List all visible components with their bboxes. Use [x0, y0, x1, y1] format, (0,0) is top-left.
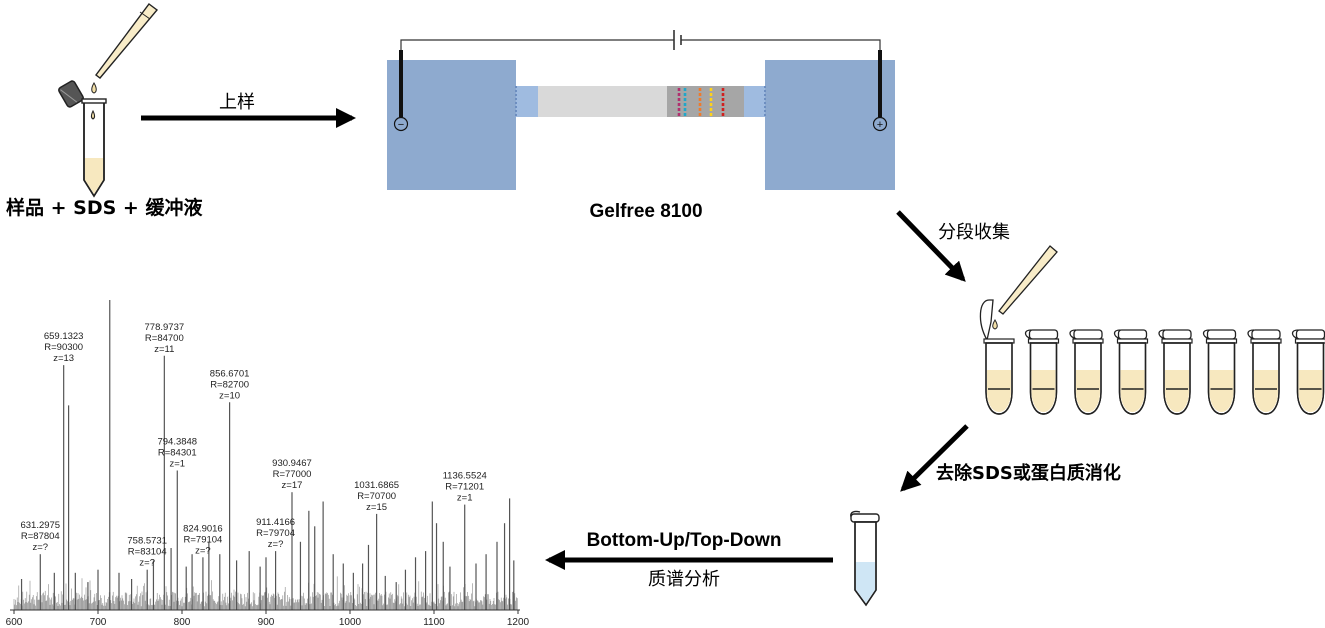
ms-method-label: Bottom-Up/Top-Down [587, 530, 782, 551]
x-tick-label: 1200 [507, 617, 530, 628]
gel-column [538, 86, 668, 117]
fractionation-label: 分段收集 [938, 222, 1010, 243]
fraction-tube [1113, 329, 1149, 415]
gelfree-apparatus: − + [387, 30, 895, 190]
droplet-icon [992, 319, 998, 330]
fraction-tube [979, 299, 1015, 415]
x-tick-label: 700 [90, 617, 107, 628]
sample-band-zone [667, 86, 745, 117]
ms-sample-tube [850, 510, 880, 607]
cleanup-label: 去除SDS或蛋白质消化 [936, 462, 1121, 484]
ms-analysis-label: 质谱分析 [648, 569, 720, 590]
x-tick-label: 1100 [423, 617, 445, 628]
fractionation-arrow [896, 210, 966, 282]
instrument-label: Gelfree 8100 [589, 201, 702, 222]
spectrum-peaks [20, 300, 515, 610]
fraction-tube [1158, 329, 1193, 415]
x-tick-label: 1000 [339, 617, 362, 628]
x-tick-label: 900 [258, 617, 275, 628]
fraction-tube [1024, 329, 1060, 415]
cathode-buffer-tank [387, 60, 516, 190]
fraction-tube [1291, 329, 1325, 415]
fraction-tube [1069, 329, 1104, 415]
sample-label: 样品 + SDS + 缓冲液 [6, 196, 203, 219]
fraction-tube [1202, 329, 1238, 415]
pipette-icon [998, 245, 1058, 315]
droplet-icon [91, 82, 97, 94]
x-tick-label: 800 [174, 617, 191, 628]
tube-cap-icon [58, 80, 84, 108]
sample-tube-illustration [58, 3, 159, 198]
x-tick-label: 600 [6, 617, 23, 628]
pipette-icon [95, 3, 159, 79]
load-arrow-label: 上样 [219, 92, 255, 113]
fraction-tube [1247, 329, 1282, 415]
cleanup-arrow [900, 424, 969, 492]
positive-sign: + [877, 119, 883, 131]
negative-sign: − [398, 119, 404, 131]
fraction-tubes [979, 245, 1325, 415]
x-axis-ticks: 600 700 800 900 1000 1100 1200 [6, 610, 530, 628]
